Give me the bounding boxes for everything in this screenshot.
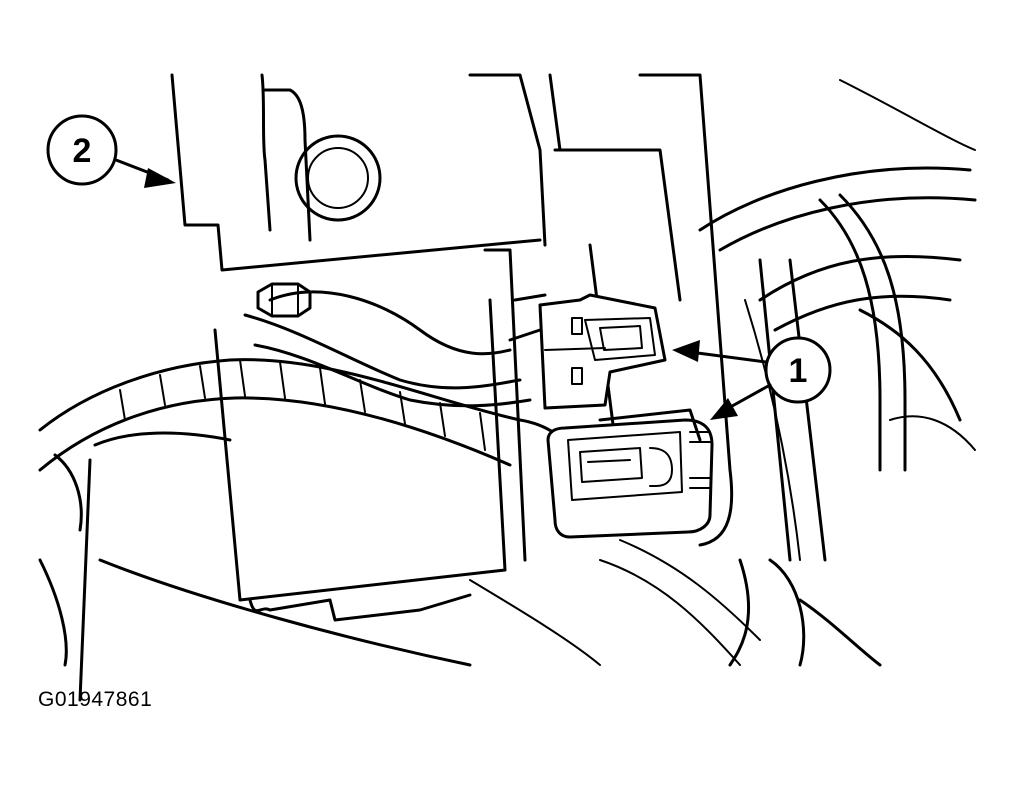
callout-2-label: 2: [73, 132, 92, 170]
callout-1-label: 1: [789, 352, 808, 390]
figure-id: G01947861: [38, 688, 153, 711]
callout-2: 2: [46, 114, 176, 188]
background-structure: [469, 73, 977, 667]
lower-connector: [546, 408, 714, 539]
module-housing: [38, 73, 572, 702]
upper-connector: [538, 293, 667, 410]
callout-1: 1: [672, 336, 832, 420]
